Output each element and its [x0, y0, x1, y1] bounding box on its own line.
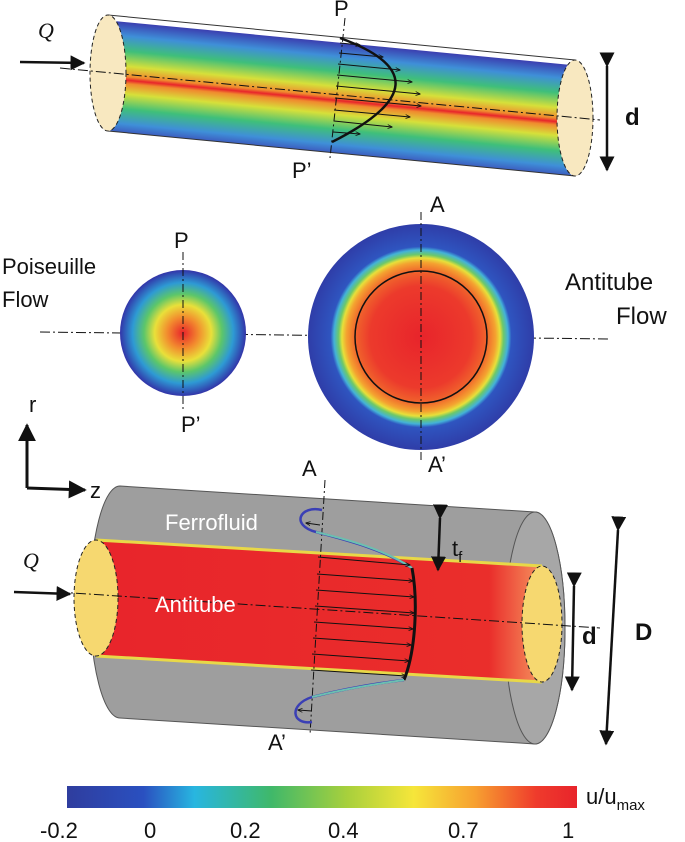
colorbar-gradient: [67, 786, 577, 808]
poiseuille-label-line1: Poiseuille: [2, 254, 96, 279]
cut-a-prime-label: A’: [268, 730, 286, 755]
antitube-label: Antitube: [155, 592, 236, 617]
inner-diameter-label: d: [582, 623, 597, 650]
cross-sections: Poiseuille Flow P P’ A A’ Antitube Flow: [2, 192, 667, 477]
inlet-face: [89, 14, 127, 132]
poiseuille-tube: Q P P’ d: [19, 0, 640, 183]
antitube-inlet-face: [73, 539, 119, 657]
ferrofluid-label: Ferrofluid: [165, 510, 258, 535]
axis-r-label: r: [29, 392, 36, 417]
antitube-outlet-face: [521, 565, 563, 683]
antitube-bottom-label: A’: [428, 452, 446, 477]
thickness-label: tf: [452, 536, 463, 566]
colorbar-tick-2: 0.2: [230, 818, 261, 842]
poiseuille-bottom-label: P’: [181, 412, 201, 437]
poiseuille-label-line2: Flow: [2, 287, 49, 312]
inlet-q-label: Q: [38, 18, 54, 43]
poiseuille-top-label: P: [174, 228, 189, 253]
colorbar-tick-5: 1: [562, 818, 574, 842]
cut-a-label: A: [302, 456, 317, 481]
cut-p-label: P: [334, 0, 349, 21]
colorbar-tick-4: 0.7: [448, 818, 479, 842]
antitube-velocity-arrows: [298, 523, 414, 711]
diameter-d-label: d: [625, 104, 640, 131]
colorbar-tick-0: -0.2: [40, 818, 78, 842]
antitube-top-label: A: [430, 192, 445, 217]
cut-p-prime-label: P’: [292, 158, 312, 183]
velocity-arrows: [332, 43, 421, 134]
colorbar-tick-1: 0: [144, 818, 156, 842]
poiseuille-profile: [331, 36, 397, 144]
colorbar-label: u/umax: [586, 784, 645, 814]
coordinate-axes: r z: [18, 392, 101, 503]
antitube-label-line2: Flow: [616, 303, 667, 330]
antitube-inlet-q-label: Q: [23, 548, 39, 573]
colorbar-tick-3: 0.4: [328, 818, 359, 842]
axis-z-label: z: [90, 478, 101, 503]
antitube-label-line1: Antitube: [565, 269, 653, 296]
colorbar: u/umax -0.2 0 0.2 0.4 0.7 1: [40, 784, 645, 842]
outer-diameter-label: D: [635, 619, 652, 646]
antitube-device: Ferrofluid Antitube A A’ Q tf d D: [13, 456, 652, 755]
